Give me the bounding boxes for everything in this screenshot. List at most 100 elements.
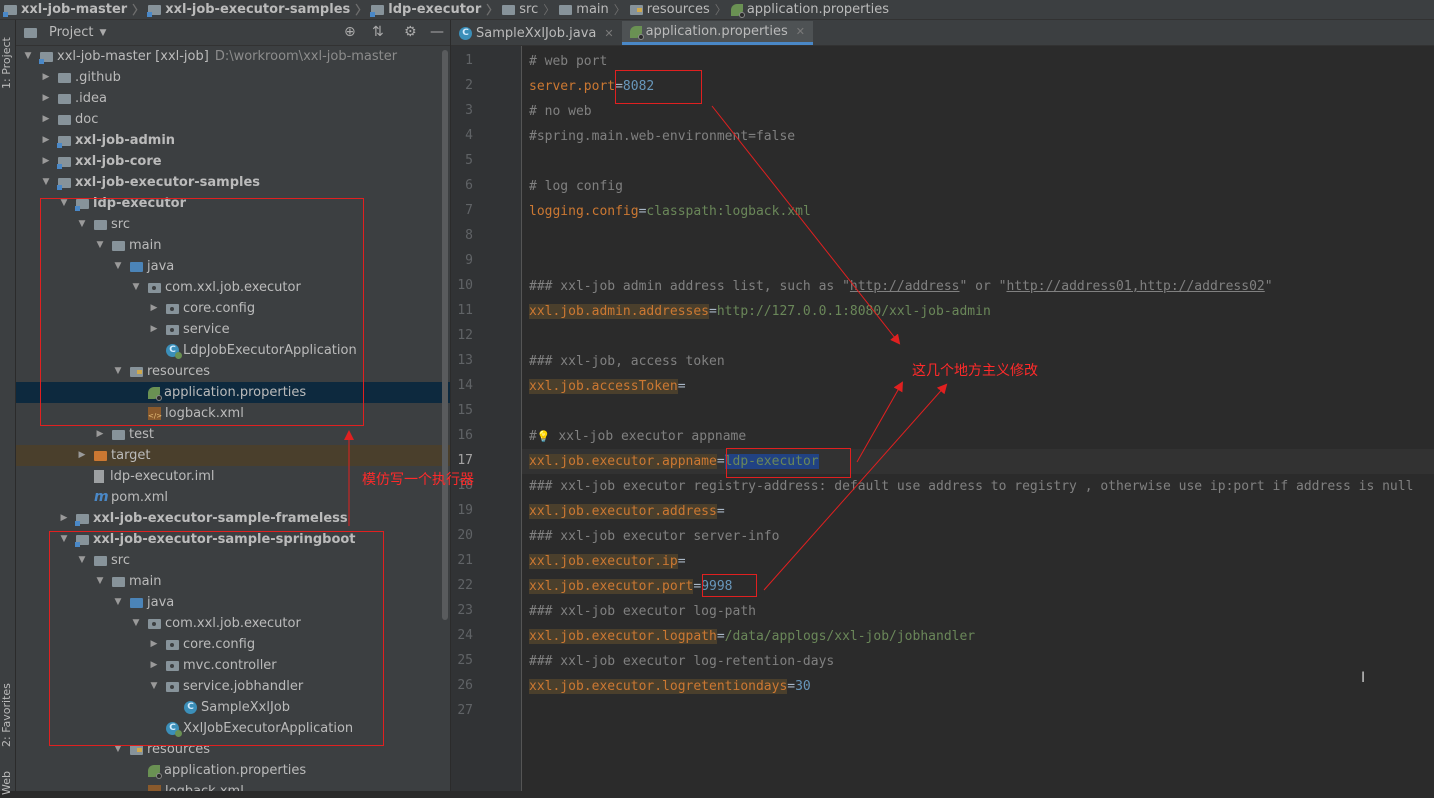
collapsed-arrow-icon[interactable]: ▶ (60, 513, 68, 523)
breadcrumb-item[interactable]: main〉 (555, 1, 626, 18)
gear-icon[interactable]: ⚙ (404, 24, 417, 40)
package-icon (148, 282, 161, 293)
expanded-arrow-icon[interactable]: ▼ (114, 261, 122, 271)
expanded-arrow-icon[interactable]: ▼ (132, 618, 140, 628)
tree-row[interactable]: ▼ldp-executor (16, 193, 450, 214)
chevron-down-icon[interactable]: ▼ (99, 27, 107, 38)
source-folder-icon (130, 597, 143, 608)
tree-row[interactable]: ▼java (16, 256, 450, 277)
editor-tab[interactable]: application.properties✕ (621, 21, 813, 45)
close-icon[interactable]: ✕ (604, 26, 614, 40)
hide-panel-icon[interactable]: — (430, 24, 444, 40)
project-view-selector[interactable]: Project (49, 25, 94, 40)
expanded-arrow-icon[interactable]: ▼ (78, 219, 86, 229)
tree-row[interactable]: ▶xxl-job-core (16, 151, 450, 172)
code-line: #💡 xxl-job executor appname (529, 424, 746, 449)
code-token: xxl.job.executor.appname (529, 454, 717, 469)
collapsed-arrow-icon[interactable]: ▶ (42, 135, 50, 145)
collapsed-arrow-icon[interactable]: ▶ (78, 450, 86, 460)
tree-row[interactable]: application.properties (16, 760, 450, 781)
expanded-arrow-icon[interactable]: ▼ (150, 681, 158, 691)
tree-row[interactable]: ▼main (16, 571, 450, 592)
tree-row[interactable]: ▶mvc.controller (16, 655, 450, 676)
tree-row[interactable]: ▼xxl-job-executor-samples (16, 172, 450, 193)
expanded-arrow-icon[interactable]: ▼ (96, 240, 104, 250)
folder-icon (58, 72, 71, 83)
tree-row[interactable]: ▼xxl-job-executor-sample-springboot (16, 529, 450, 550)
tree-row[interactable]: ▼com.xxl.job.executor (16, 613, 450, 634)
collapsed-arrow-icon[interactable]: ▶ (96, 429, 104, 439)
tree-row[interactable]: ▶xxl-job-executor-sample-frameless (16, 508, 450, 529)
line-number: 15 (457, 403, 473, 418)
tree-row[interactable]: ▼src (16, 550, 450, 571)
tree-row[interactable]: ▶.idea (16, 88, 450, 109)
breadcrumb-item[interactable]: application.properties (727, 2, 889, 18)
collapse-all-icon[interactable]: ⇅ (372, 24, 384, 40)
locate-icon[interactable]: ⊕ (344, 24, 356, 40)
expanded-arrow-icon[interactable]: ▼ (42, 177, 50, 187)
collapsed-arrow-icon[interactable]: ▶ (42, 114, 50, 124)
tree-row-label: ldp-executor.iml (110, 469, 215, 484)
expanded-arrow-icon[interactable]: ▼ (60, 198, 68, 208)
tree-row[interactable]: ▶doc (16, 109, 450, 130)
collapsed-arrow-icon[interactable]: ▶ (150, 660, 158, 670)
tree-row[interactable]: ▼xxl-job-master [xxl-job]D:\workroom\xxl… (16, 46, 450, 67)
breadcrumb-item[interactable]: src〉 (498, 1, 555, 18)
tree-row[interactable]: ▶target (16, 445, 450, 466)
collapsed-arrow-icon[interactable]: ▶ (150, 639, 158, 649)
tree-row[interactable]: </>logback.xml (16, 403, 450, 424)
tree-row[interactable]: ▶xxl-job-admin (16, 130, 450, 151)
close-icon[interactable]: ✕ (795, 25, 805, 38)
tree-row[interactable]: ldp-executor.iml (16, 466, 450, 487)
expanded-arrow-icon[interactable]: ▼ (96, 576, 104, 586)
expanded-arrow-icon[interactable]: ▼ (114, 366, 122, 376)
code-line: ### xxl-job executor registry-address: d… (529, 474, 1413, 499)
tree-row[interactable]: application.properties (16, 382, 450, 403)
tree-row[interactable]: ▶.github (16, 67, 450, 88)
breadcrumb-item[interactable]: ldp-executor〉 (367, 1, 498, 18)
tree-row-label: com.xxl.job.executor (165, 280, 301, 295)
tree-row[interactable]: ▼main (16, 235, 450, 256)
tree-row[interactable]: ▶service (16, 319, 450, 340)
tree-row[interactable]: ▼ com.xxl.job.executor (16, 277, 450, 298)
line-number: 3 (465, 103, 473, 118)
breadcrumb-item[interactable]: xxl-job-executor-samples〉 (144, 1, 367, 18)
breadcrumb-label: xxl-job-executor-samples (165, 2, 351, 17)
intention-bulb-icon[interactable]: 💡 (536, 430, 551, 443)
collapsed-arrow-icon[interactable]: ▶ (150, 303, 158, 313)
expanded-arrow-icon[interactable]: ▼ (60, 534, 68, 544)
tree-row[interactable]: ▶test (16, 424, 450, 445)
tree-row[interactable]: ▼service.jobhandler (16, 676, 450, 697)
expanded-arrow-icon[interactable]: ▼ (24, 51, 32, 61)
collapsed-arrow-icon[interactable]: ▶ (42, 156, 50, 166)
collapsed-arrow-icon[interactable]: ▶ (42, 72, 50, 82)
project-scrollbar[interactable] (442, 50, 448, 620)
project-tree: ▼xxl-job-master [xxl-job]D:\workroom\xxl… (16, 46, 450, 791)
collapsed-arrow-icon[interactable]: ▶ (150, 324, 158, 334)
collapsed-arrow-icon[interactable]: ▶ (42, 93, 50, 103)
code-token: /data/applogs/xxl-job/jobhandler (724, 629, 976, 644)
tree-row[interactable]: ▶core.config (16, 298, 450, 319)
expanded-arrow-icon[interactable]: ▼ (114, 744, 122, 754)
expanded-arrow-icon[interactable]: ▼ (78, 555, 86, 565)
tree-row[interactable]: ▼java (16, 592, 450, 613)
tree-row-label: application.properties (164, 763, 307, 778)
expanded-arrow-icon[interactable]: ▼ (132, 282, 140, 292)
tree-row[interactable]: ▶core.config (16, 634, 450, 655)
tree-row[interactable]: ▼src (16, 214, 450, 235)
expanded-arrow-icon[interactable]: ▼ (114, 597, 122, 607)
tree-row[interactable]: ▼resources (16, 361, 450, 382)
folder-icon (112, 576, 125, 587)
code-token: ### xxl-job executor server-info (529, 529, 780, 544)
package-icon (148, 618, 161, 629)
breadcrumb-item[interactable]: xxl-job-master〉 (0, 1, 144, 18)
breadcrumb-item[interactable]: resources〉 (626, 1, 727, 18)
